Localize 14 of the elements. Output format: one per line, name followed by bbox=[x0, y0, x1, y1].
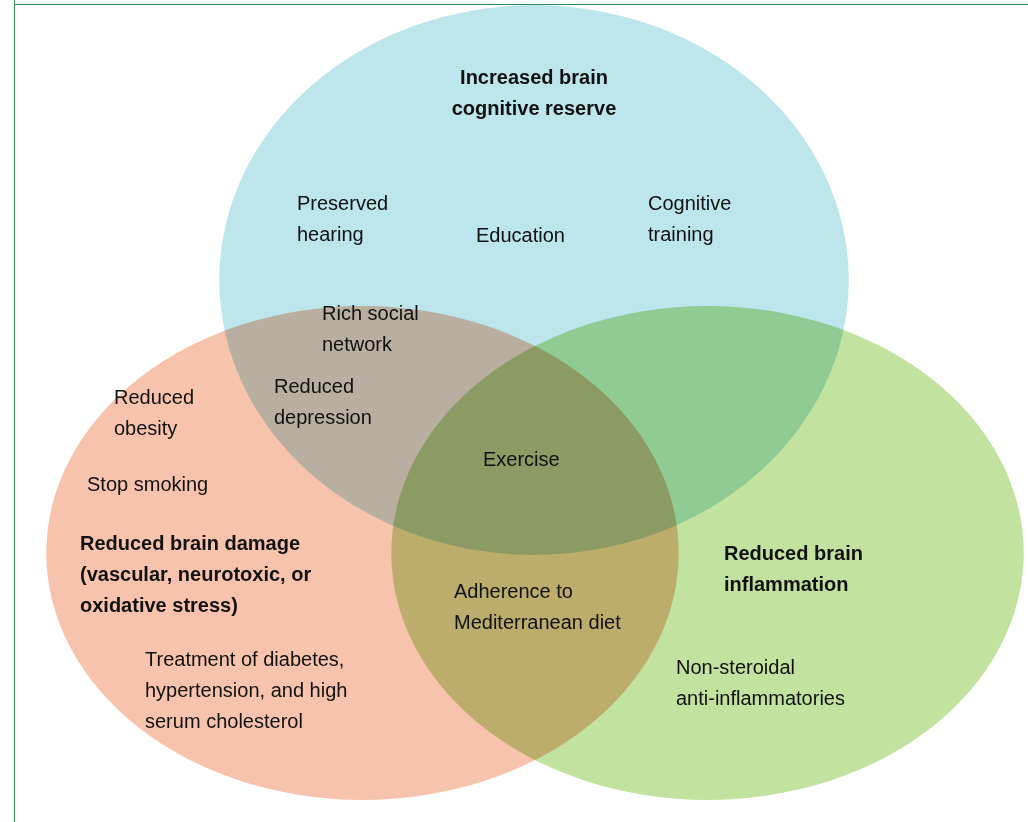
factor-label: Exercise bbox=[483, 447, 561, 472]
circle-heading: Reduced brain damage (vascular, neurotoxic, or oxidative stress) bbox=[80, 531, 313, 618]
factor-label: Education bbox=[476, 223, 566, 248]
factor-label: Cognitive training bbox=[648, 191, 733, 247]
factor-label: Adherence to Mediterranean diet bbox=[454, 579, 622, 635]
factor-label: Reduced obesity bbox=[114, 385, 196, 441]
factor-label: Rich social network bbox=[322, 301, 420, 357]
circle-heading: Reduced brain inflammation bbox=[724, 541, 864, 597]
factor-label: Non-steroidal anti-inflammatories bbox=[676, 655, 846, 711]
circle-heading: Increased brain cognitive reserve bbox=[450, 65, 618, 121]
factor-label: Treatment of diabetes, hypertension, and high serum cholesterol bbox=[145, 647, 349, 734]
factor-label: Reduced depression bbox=[274, 374, 373, 430]
factor-label: Preserved hearing bbox=[297, 191, 390, 247]
factor-label: Stop smoking bbox=[87, 472, 210, 497]
